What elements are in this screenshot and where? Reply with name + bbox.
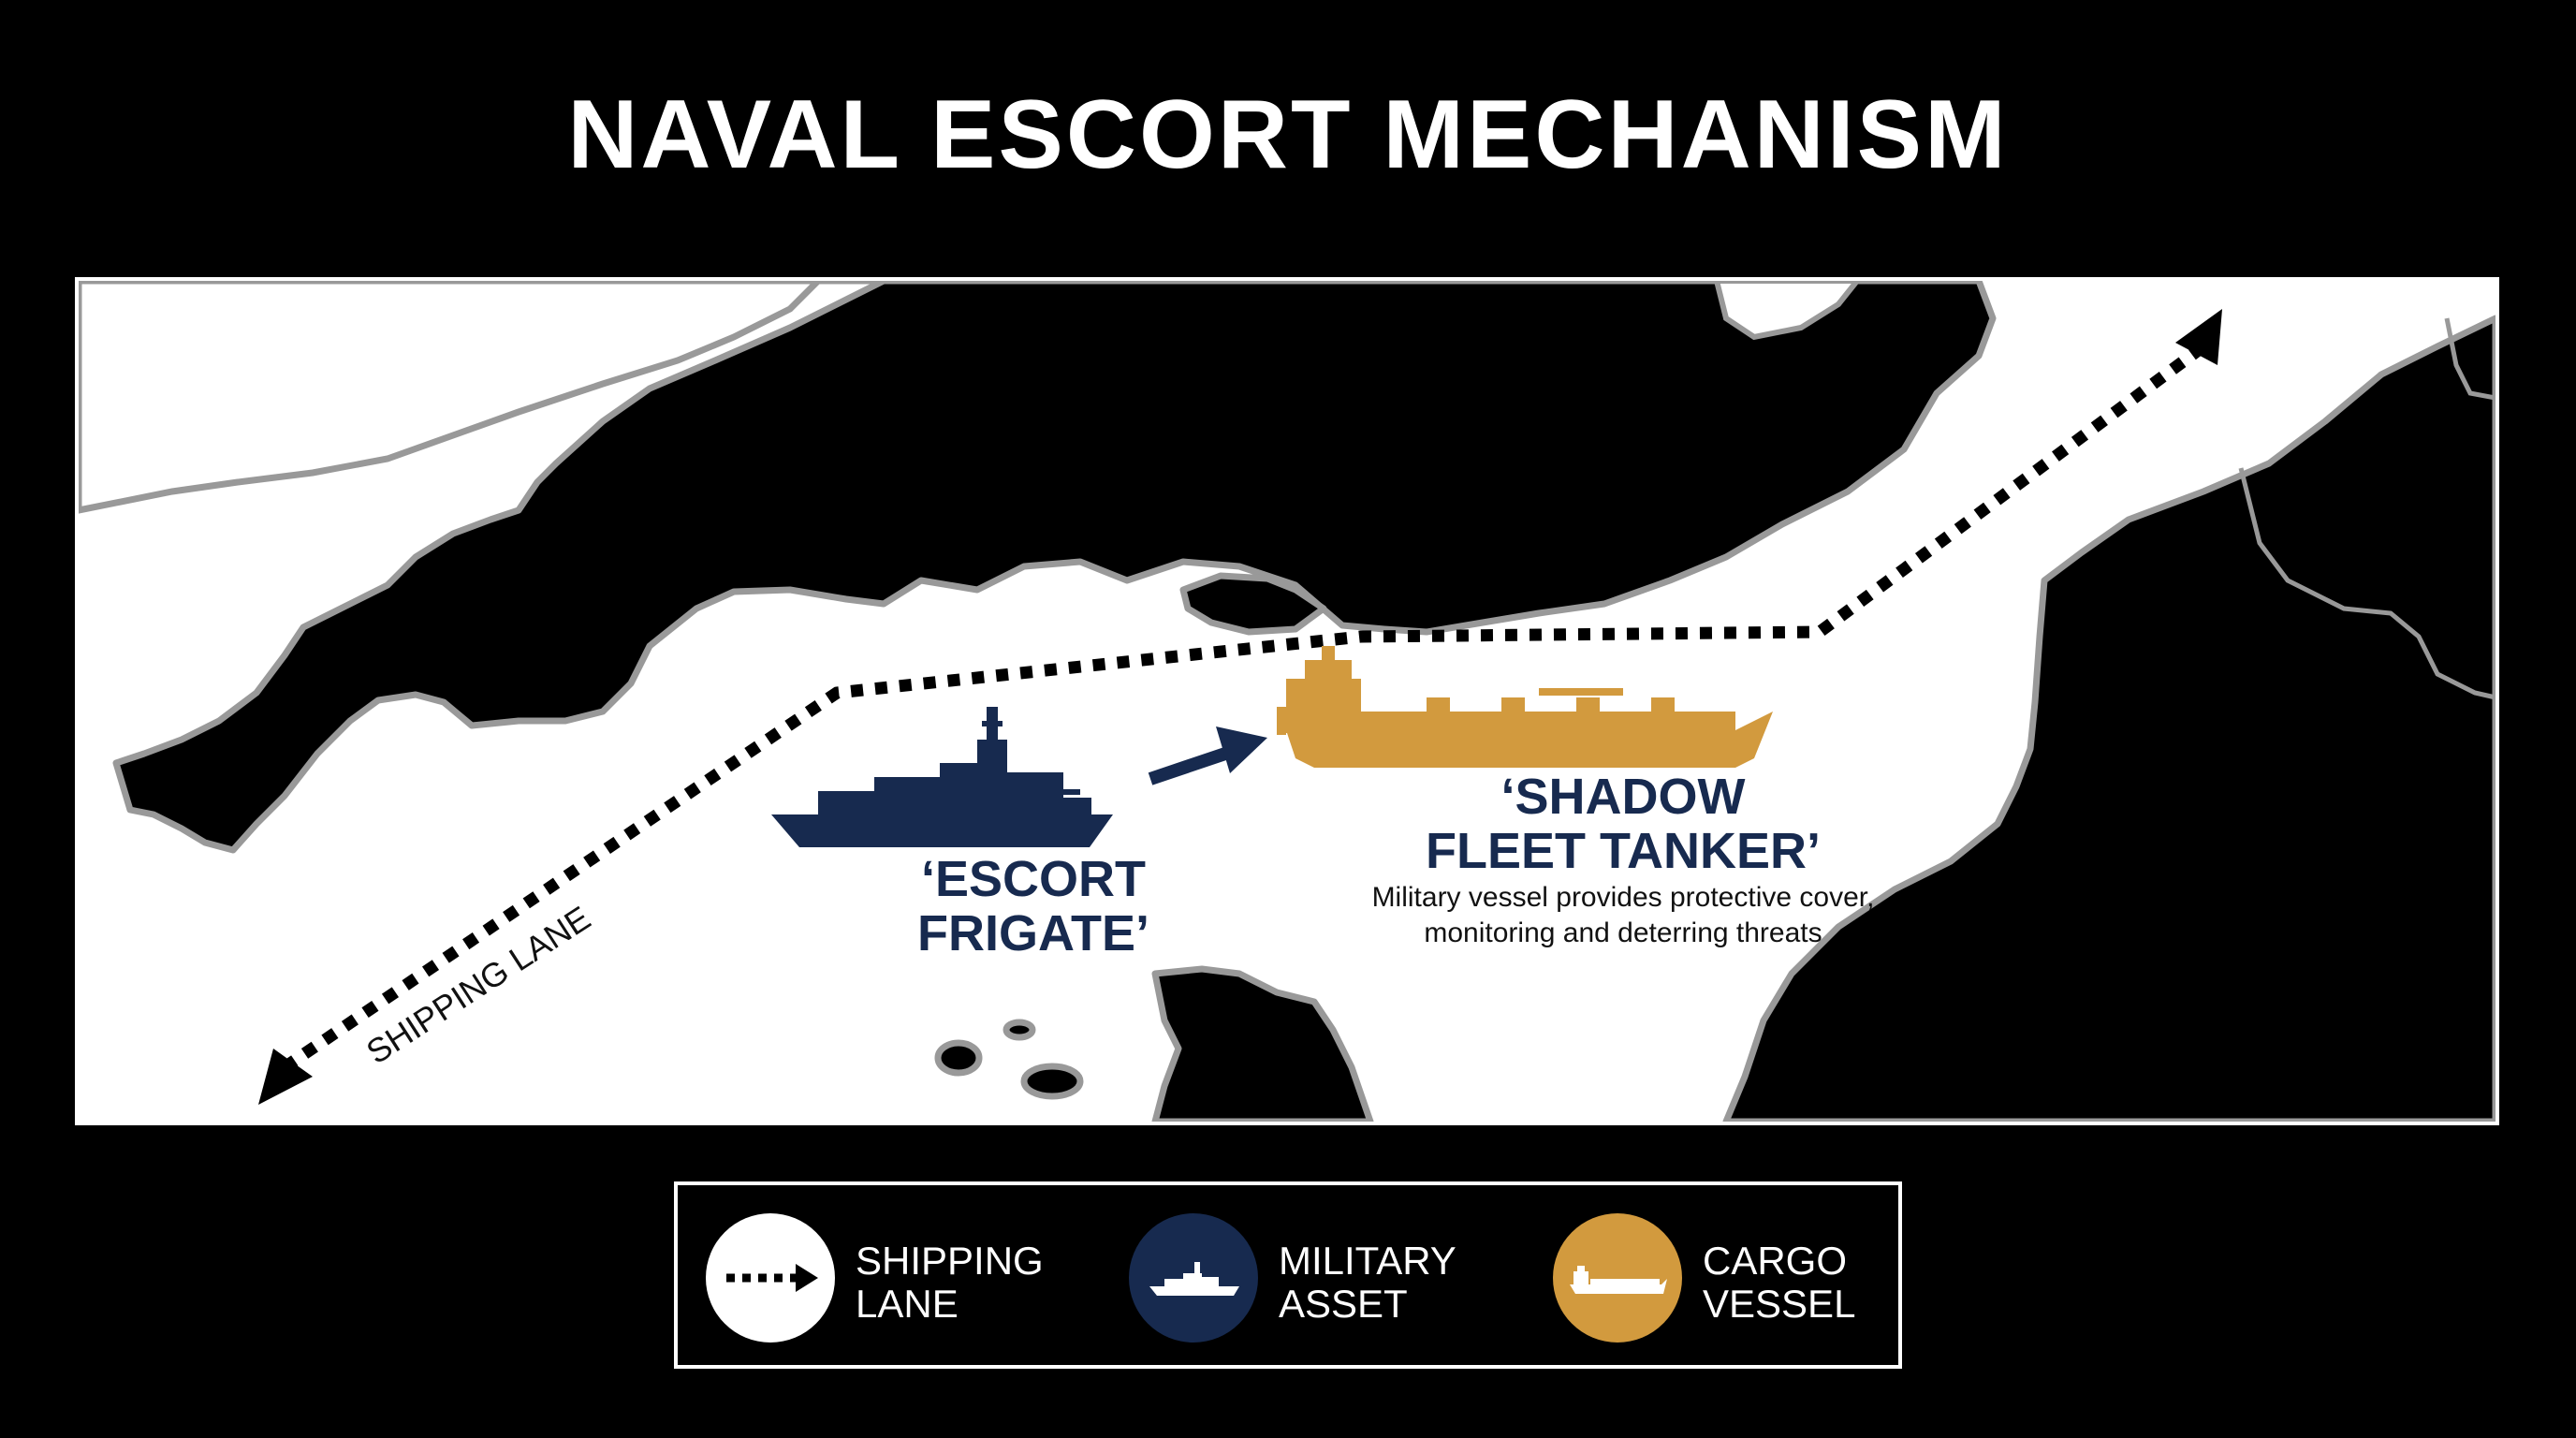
escort-caption-line1: Military vessel provides protective cove… <box>1371 882 1875 913</box>
land-isle-of-wight <box>1179 572 1327 636</box>
shipping-lane-arrowhead-sw <box>258 1049 313 1105</box>
land-guernsey <box>934 1039 983 1077</box>
tanker-label: ‘SHADOW FLEET TANKER’ <box>1258 770 1988 879</box>
land-jersey <box>1020 1063 1084 1100</box>
tanker-icon <box>1277 646 1773 768</box>
tanker-label-line2: FLEET TANKER’ <box>1426 823 1821 880</box>
frigate-icon <box>1149 1262 1239 1296</box>
land-great-britain <box>79 281 1997 854</box>
legend-circle-military-asset <box>1129 1213 1258 1343</box>
sea-thames-estuary <box>1713 281 1861 341</box>
legend-label-line2: VESSEL <box>1703 1282 1856 1327</box>
shipping-lane-arrowhead-ne <box>2175 309 2222 365</box>
land-cotentin <box>1151 965 1374 1122</box>
sea-bristol-channel <box>79 281 823 514</box>
tanker-label-line1: ‘SHADOW <box>1500 769 1746 825</box>
frigate-label-line2: FRIGATE’ <box>917 905 1149 962</box>
land-france <box>1722 315 2496 1122</box>
escort-caption-line2: monitoring and deterring threats <box>1424 917 1822 948</box>
dotted-arrow-icon <box>726 1264 818 1292</box>
map-panel: ‘ESCORT FRIGATE’ ‘SHADOW FLEET TANKER’ M… <box>75 277 2499 1125</box>
legend-label-military-asset: MILITARY ASSET <box>1279 1239 1456 1327</box>
escort-direction-arrowhead <box>1216 726 1267 773</box>
shipping-lane-route <box>281 341 2207 1073</box>
legend-circle-shipping-lane <box>706 1213 835 1343</box>
legend-label-cargo-vessel: CARGO VESSEL <box>1703 1239 1856 1327</box>
legend-label-line1: SHIPPING <box>856 1239 1044 1283</box>
tanker-icon <box>1570 1266 1667 1294</box>
escort-direction-arrow <box>1148 747 1228 785</box>
legend-label-line2: LANE <box>856 1282 959 1327</box>
legend-label-shipping-lane: SHIPPING LANE <box>856 1239 1044 1327</box>
legend-circle-cargo-vessel <box>1553 1213 1682 1343</box>
border-line-belgium-netherlands <box>2444 317 2496 401</box>
legend: SHIPPING LANE MILITARY ASSET <box>674 1181 1902 1369</box>
frigate-label: ‘ESCORT FRIGATE’ <box>804 852 1263 961</box>
legend-label-line1: MILITARY <box>1279 1239 1456 1283</box>
land-alderney <box>1003 1019 1036 1041</box>
escort-caption: Military vessel provides protective cove… <box>1164 880 2082 950</box>
legend-label-line1: CARGO <box>1703 1239 1848 1283</box>
legend-label-line2: ASSET <box>1279 1282 1408 1327</box>
frigate-icon <box>771 707 1113 847</box>
border-line-france-belgium <box>2238 467 2496 700</box>
map-canvas <box>79 281 2496 1122</box>
frigate-label-line1: ‘ESCORT <box>920 851 1147 907</box>
page-title: NAVAL ESCORT MECHANISM <box>567 81 2009 189</box>
